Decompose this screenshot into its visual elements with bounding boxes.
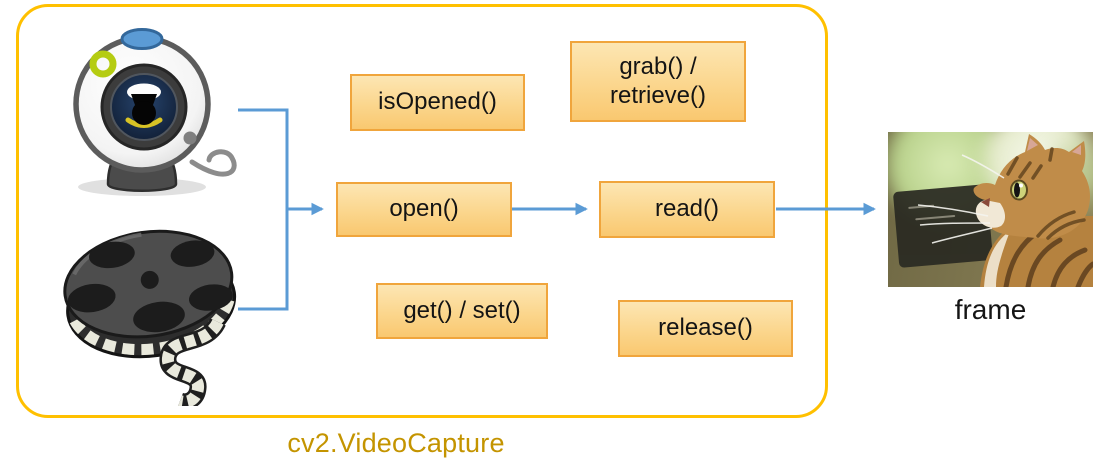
method-box-isopened: isOpened()	[350, 74, 525, 131]
diagram-title: cv2.VideoCapture	[287, 428, 505, 458]
film-reel-icon	[63, 229, 237, 406]
method-box-grab-retrieve: grab() / retrieve()	[570, 41, 746, 122]
frame-label: frame	[954, 294, 1027, 325]
webcam-icon	[73, 28, 237, 196]
cat-photo	[888, 132, 1093, 287]
method-box-read: read()	[599, 181, 775, 238]
method-box-open: open()	[336, 182, 512, 237]
method-box-release: release()	[618, 300, 793, 357]
videocapture-boundary	[16, 4, 828, 418]
cat-illustration	[917, 134, 1093, 287]
method-box-get-set: get() / set()	[376, 283, 548, 339]
